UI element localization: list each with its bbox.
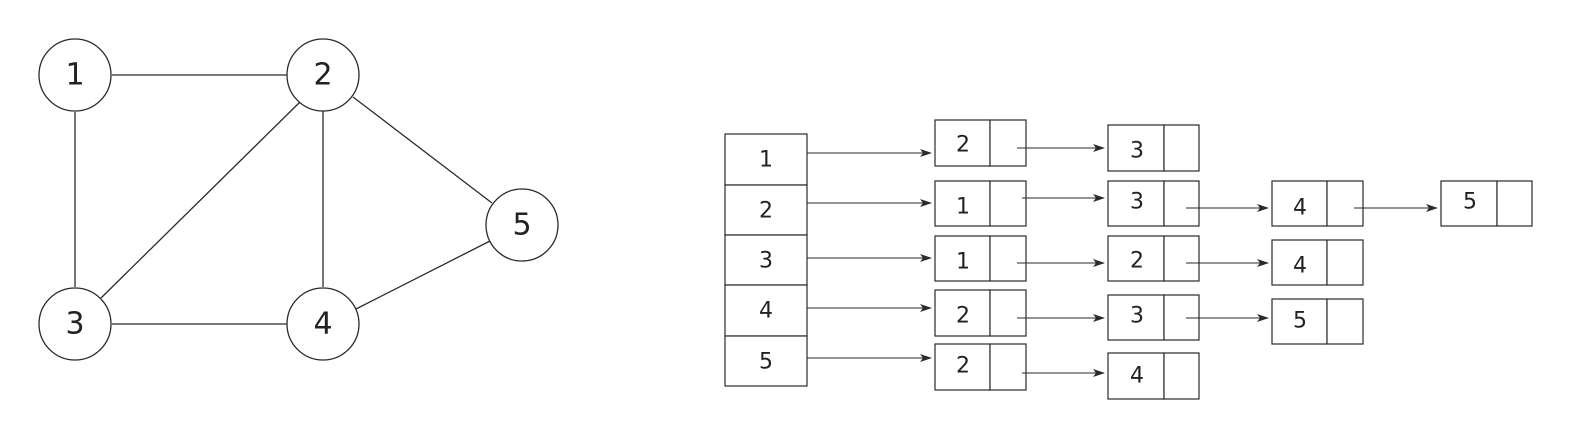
head-cell-1: 1: [724, 133, 808, 186]
list-node-value-box: [1107, 235, 1165, 282]
edge-2-5: [352, 96, 493, 204]
list-node: 2: [1107, 235, 1200, 282]
list-node-value-box: [1271, 239, 1328, 286]
head-cell-label: 3: [759, 249, 773, 274]
head-cell-label: 1: [759, 148, 773, 173]
head-cell-box: [724, 335, 808, 387]
list-node-pointer-box: [989, 180, 1027, 227]
list-node-value: 3: [1130, 190, 1144, 215]
list-node-value: 2: [1130, 249, 1144, 274]
list-node-value: 3: [1130, 304, 1144, 329]
node-label: 2: [313, 58, 332, 93]
graph-node-1: 1: [38, 38, 112, 112]
list-node: 3: [1107, 180, 1200, 227]
list-node-pointer-box: [989, 343, 1027, 391]
list-node-value-box: [1271, 298, 1328, 345]
list-node-value-box: [1440, 180, 1498, 227]
list-node: 1: [934, 235, 1027, 282]
list-node: 5: [1271, 298, 1364, 345]
graph-edges: [74, 74, 493, 325]
list-node: 2: [934, 343, 1027, 391]
list-node-value-box: [934, 289, 991, 337]
list-node: 1: [934, 180, 1027, 227]
adjacency-row-4: 2 3 5: [807, 289, 1364, 345]
graph-node-2: 2: [286, 38, 360, 112]
list-node: 2: [934, 289, 1027, 337]
list-node-pointer-box: [989, 289, 1027, 337]
node-circle: [286, 38, 360, 112]
graph-node-3: 3: [38, 287, 112, 361]
node-circle: [38, 287, 112, 361]
list-node-value-box: [1271, 180, 1328, 227]
list-node-pointer-box: [1163, 124, 1200, 172]
list-node-value-box: [1107, 294, 1165, 341]
graph: 1 2 3 4 5: [38, 38, 559, 361]
list-node-value-box: [934, 119, 991, 167]
list-node: 4: [1271, 180, 1364, 227]
adjacency-row-2: 1 3 4 5: [807, 180, 1533, 227]
head-cell-box: [724, 234, 808, 286]
list-node-value: 5: [1293, 309, 1307, 334]
head-cell-2: 2: [724, 184, 808, 236]
node-label: 4: [313, 307, 332, 342]
node-circle: [485, 188, 559, 262]
list-node-value-box: [1107, 352, 1165, 400]
list-node-pointer-box: [989, 235, 1027, 282]
head-cell-label: 4: [759, 299, 773, 324]
list-node-value-box: [934, 235, 991, 282]
list-node: 2: [934, 119, 1027, 167]
head-cell-box: [724, 133, 808, 186]
graph-node-4: 4: [286, 287, 360, 361]
list-node-value: 4: [1130, 364, 1144, 389]
list-node-pointer-box: [1163, 352, 1200, 400]
list-node: 3: [1107, 124, 1200, 172]
head-cell-4: 4: [724, 284, 808, 337]
list-node: 5: [1440, 180, 1533, 227]
head-cell-label: 5: [759, 350, 773, 375]
list-node: 4: [1271, 239, 1364, 286]
head-array: 1 2 3 4 5: [724, 133, 808, 387]
list-node: 4: [1107, 352, 1200, 400]
list-node-value: 4: [1293, 196, 1307, 221]
head-cell-3: 3: [724, 234, 808, 286]
list-node-value-box: [1107, 180, 1165, 227]
graph-node-5: 5: [485, 188, 559, 262]
head-cell-5: 5: [724, 335, 808, 387]
edge-4-5: [355, 240, 491, 310]
list-node: 3: [1107, 294, 1200, 341]
node-label: 1: [65, 58, 84, 93]
list-node-pointer-box: [989, 119, 1027, 167]
list-node-pointer-box: [1163, 180, 1200, 227]
edge-2-3: [100, 100, 302, 299]
list-node-value: 5: [1463, 190, 1477, 215]
node-circle: [286, 287, 360, 361]
list-node-value-box: [934, 180, 991, 227]
list-node-value: 1: [956, 195, 970, 220]
list-node-pointer-box: [1326, 298, 1364, 345]
list-node-pointer-box: [1326, 180, 1364, 227]
adjacency-row-5: 2 4: [807, 343, 1200, 400]
node-label: 5: [512, 208, 531, 243]
list-node-pointer-box: [1163, 235, 1200, 282]
list-node-value: 1: [956, 250, 970, 275]
head-cell-box: [724, 284, 808, 337]
list-node-value: 3: [1130, 139, 1144, 164]
node-label: 3: [65, 307, 84, 342]
head-cell-box: [724, 184, 808, 236]
list-node-value: 4: [1293, 254, 1307, 279]
list-node-value: 2: [956, 354, 970, 379]
list-node-value: 2: [956, 133, 970, 158]
list-node-pointer-box: [1326, 239, 1364, 286]
head-cell-label: 2: [759, 199, 773, 224]
node-circle: [38, 38, 112, 112]
adjacency-row-1: 2 3: [807, 119, 1200, 172]
adjacency-list: 1 2 3 4 5 2: [724, 119, 1533, 400]
adjacency-row-3: 1 2 4: [807, 235, 1364, 286]
list-node-pointer-box: [1496, 180, 1533, 227]
list-node-value: 2: [956, 304, 970, 329]
